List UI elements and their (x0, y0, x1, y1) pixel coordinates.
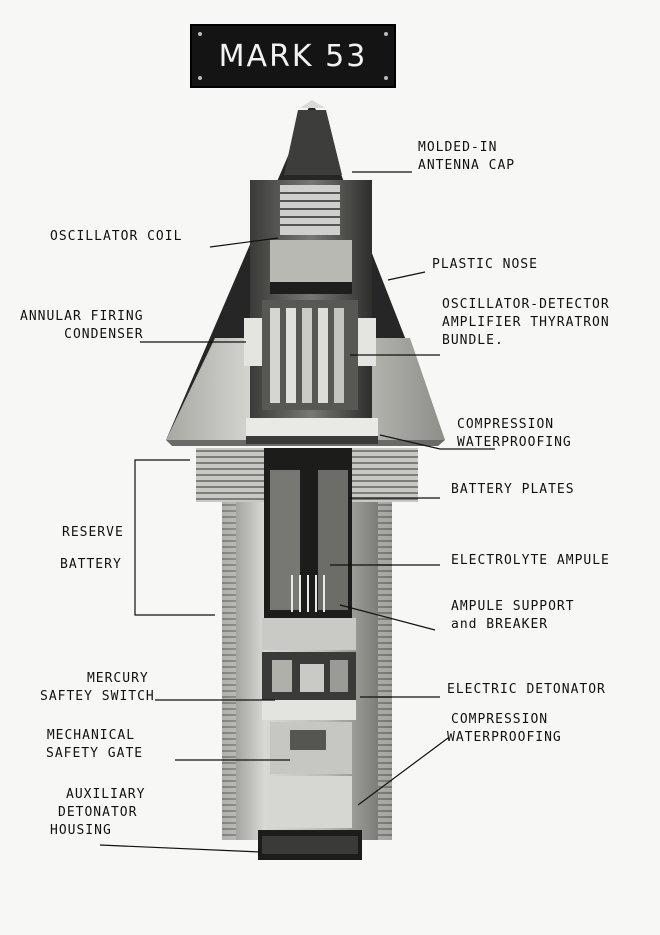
title-plate: MARK 53 (190, 24, 396, 88)
label-plastic-nose: PLASTIC NOSE (432, 257, 538, 272)
leader-waterproofing-top (379, 434, 495, 450)
label-annular-firing-condenser: ANNULAR FIRING CONDENSER (20, 309, 144, 342)
label-reserve: RESERVE (62, 525, 124, 540)
label-compression-waterproofing-bottom: COMPRESSION WATERPROOFING (447, 712, 562, 745)
ampule-support (262, 618, 356, 650)
detonator-section (262, 700, 356, 720)
label-ampule-support: AMPULE SUPPORT and BREAKER (451, 599, 575, 632)
label-electric-detonator: ELECTRIC DETONATOR (447, 682, 606, 697)
label-electrolyte-ampule: ELECTROLYTE AMPULE (451, 553, 610, 568)
leader-auxiliary-housing (99, 844, 261, 853)
label-mechanical-safety-gate: MECHANICAL SAFETY GATE (46, 728, 144, 761)
label-auxiliary-detonator-housing: AUXILIARY DETONATOR HOUSING (50, 787, 146, 838)
tube-bundle (262, 300, 358, 410)
label-battery-plates: BATTERY PLATES (451, 482, 575, 497)
rivet (384, 32, 388, 36)
rivet (384, 76, 388, 80)
rivet (198, 32, 202, 36)
label-molded-antenna-cap: MOLDED-IN ANTENNA CAP (418, 140, 516, 173)
label-mercury-switch: MERCURY SAFTEY SWITCH (40, 671, 155, 704)
label-compression-waterproofing-top: COMPRESSION WATERPROOFING (457, 417, 572, 450)
diagram-title: MARK 53 (218, 38, 368, 74)
leader-ampule-support (339, 604, 436, 631)
leader-waterproofing-bottom (357, 737, 449, 806)
waterproofing-disk-top (246, 418, 378, 436)
label-battery: BATTERY (60, 557, 122, 572)
leader-oscillator-coil (209, 237, 279, 248)
leader-reserve-battery (134, 459, 215, 616)
label-oscillator-detector: OSCILLATOR-DETECTOR AMPLIFIER THYRATRON … (442, 297, 610, 348)
leader-plastic-nose (387, 271, 426, 281)
label-oscillator-coil: OSCILLATOR COIL (50, 229, 183, 244)
rivet (198, 76, 202, 80)
